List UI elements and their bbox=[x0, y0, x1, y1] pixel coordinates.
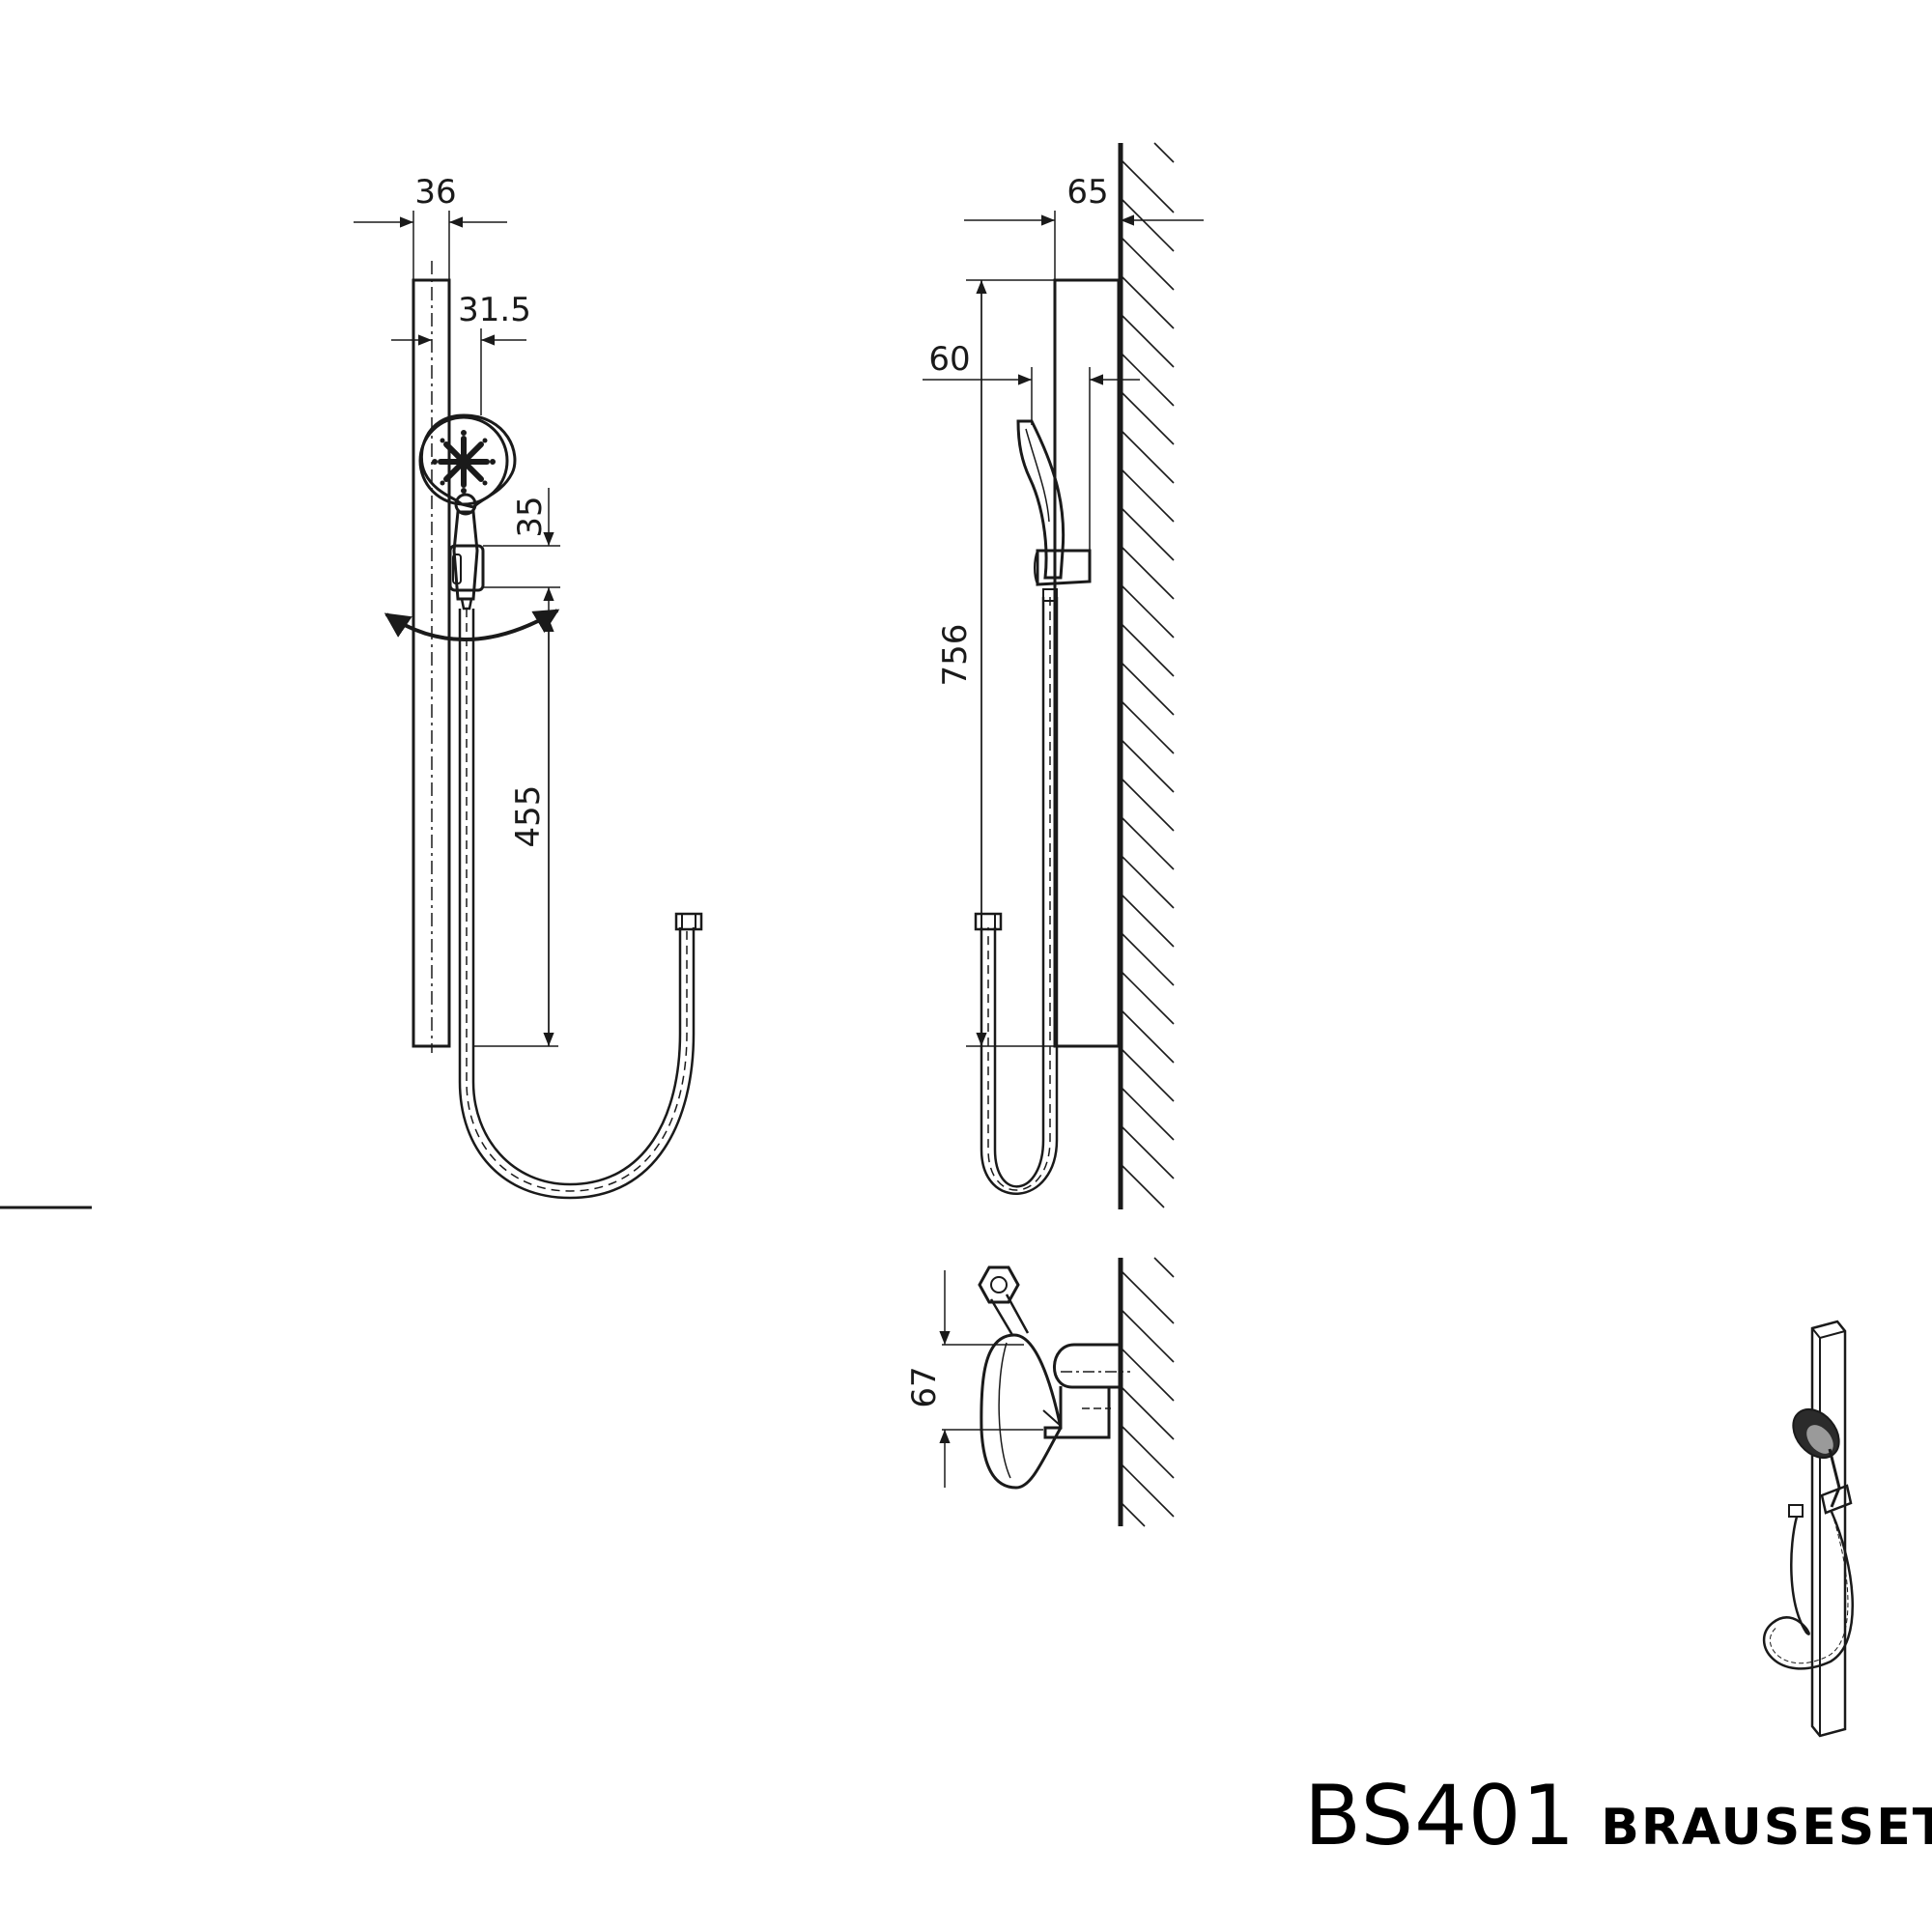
side-hose bbox=[974, 588, 1059, 1196]
top-shower-head bbox=[980, 1333, 1063, 1490]
dim-label: 455 bbox=[509, 785, 548, 848]
dim-67: 67 bbox=[905, 1270, 1043, 1488]
iso-shower-head bbox=[1792, 1407, 1841, 1508]
dim-756: 756 bbox=[936, 279, 1055, 1047]
side-hand-shower bbox=[1016, 419, 1065, 580]
front-slide-bar bbox=[412, 261, 451, 1053]
product-name: BRAUSESET bbox=[1601, 1799, 1932, 1857]
top-wall bbox=[1118, 1257, 1175, 1527]
dim-455: 455 bbox=[473, 618, 558, 1047]
top-holder bbox=[1043, 1386, 1111, 1439]
top-bar-section bbox=[1053, 1343, 1119, 1389]
spray-face-circle bbox=[418, 415, 509, 506]
front-hose bbox=[458, 609, 703, 1200]
swivel-arrow bbox=[384, 609, 560, 642]
spray-pattern-icon bbox=[438, 436, 490, 488]
dim-36: 36 bbox=[354, 173, 507, 280]
dim-label: 67 bbox=[905, 1366, 944, 1407]
hose-connector-nut bbox=[974, 912, 1003, 931]
side-holder bbox=[1034, 549, 1092, 586]
dim-label: 60 bbox=[928, 340, 970, 379]
dim-label: 36 bbox=[414, 173, 456, 212]
hose-connector-nut bbox=[674, 912, 703, 931]
side-wall bbox=[1118, 142, 1175, 1209]
top-hex-nut bbox=[978, 1265, 1020, 1304]
dim-35: 35 bbox=[483, 488, 560, 613]
dim-60: 60 bbox=[923, 340, 1140, 551]
dim-65: 65 bbox=[964, 173, 1204, 280]
side-view: 65 60 756 bbox=[923, 142, 1204, 1209]
isometric-view bbox=[1762, 1320, 1854, 1738]
side-slide-bar bbox=[1053, 278, 1121, 1048]
front-holder bbox=[448, 544, 485, 592]
title-block: BS401 BRAUSESET bbox=[1304, 1768, 1932, 1864]
front-view: 36 31.5 35 455 bbox=[354, 173, 703, 1200]
dim-label: 756 bbox=[936, 624, 975, 687]
front-hand-shower bbox=[418, 413, 517, 611]
product-code: BS401 bbox=[1304, 1768, 1577, 1864]
top-view: 67 bbox=[905, 1257, 1175, 1527]
dim-label: 35 bbox=[511, 496, 550, 537]
dim-31-5: 31.5 bbox=[391, 291, 531, 415]
dim-label: 31.5 bbox=[458, 291, 531, 329]
dim-label: 65 bbox=[1066, 173, 1108, 212]
